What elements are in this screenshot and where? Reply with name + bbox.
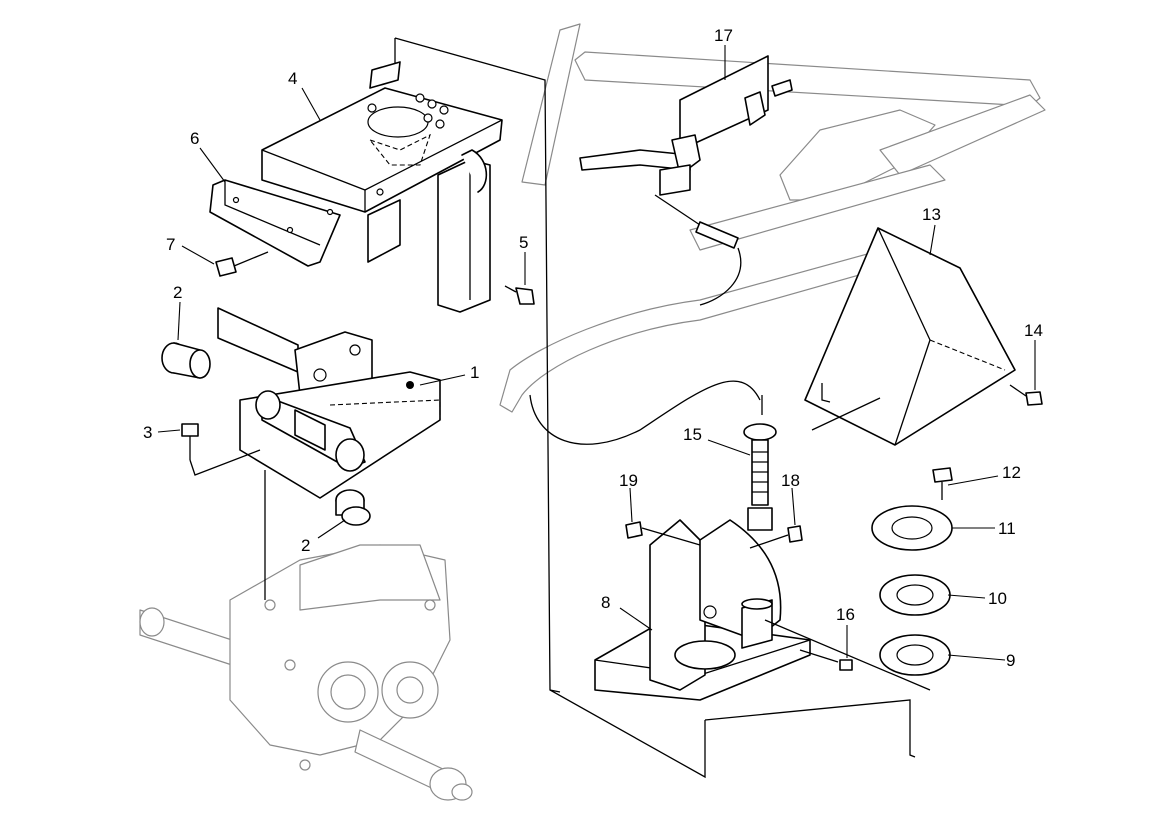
callout-2-upper: 2 (173, 283, 182, 302)
part-bolt-16 (799, 649, 853, 671)
callout-8: 8 (601, 593, 610, 612)
callout-leaders (157, 45, 1036, 661)
part-flange-plate (871, 505, 953, 551)
part-brake-bracket (594, 519, 931, 701)
callout-14: 14 (1024, 321, 1043, 340)
callout-3: 3 (143, 423, 152, 442)
callout-2-lower: 2 (301, 536, 310, 555)
part-bolt-3 (181, 423, 261, 476)
part-pivot-bracket (217, 307, 441, 499)
part-mounting-plate (261, 61, 503, 313)
part-angle-bracket (209, 179, 341, 267)
part-spacer-plate (879, 574, 951, 616)
callout-18: 18 (781, 471, 800, 490)
part-base-plate (879, 634, 951, 676)
callout-12: 12 (1002, 463, 1021, 482)
part-bushing-lower (335, 489, 371, 526)
callout-4: 4 (288, 69, 297, 88)
callout-16: 16 (836, 605, 855, 624)
callout-10: 10 (988, 589, 1007, 608)
part-guard-cover (804, 227, 1016, 446)
part-bolt-7 (215, 251, 269, 277)
callout-15: 15 (683, 425, 702, 444)
callout-labels: 1 2 2 3 4 5 6 7 8 9 10 11 12 13 14 15 16… (143, 26, 1043, 670)
part-bushing-upper (161, 342, 211, 379)
part-bolt-12 (932, 467, 953, 500)
part-bolt-18 (749, 525, 803, 549)
callout-7: 7 (166, 235, 175, 254)
part-transaxle (139, 470, 473, 801)
part-nut-19 (625, 521, 701, 546)
part-bolt-14 (1009, 384, 1043, 406)
part-cable-end (743, 395, 777, 531)
callout-5: 5 (519, 233, 528, 252)
callout-17: 17 (714, 26, 733, 45)
handlebar-frame (499, 23, 1046, 445)
callout-1: 1 (470, 363, 479, 382)
callout-13: 13 (922, 205, 941, 224)
part-bolt-5 (504, 285, 535, 305)
callout-6: 6 (190, 129, 199, 148)
callout-19: 19 (619, 471, 638, 490)
callout-9: 9 (1006, 651, 1015, 670)
part-brake-lever (579, 55, 793, 306)
callout-11: 11 (998, 519, 1016, 538)
